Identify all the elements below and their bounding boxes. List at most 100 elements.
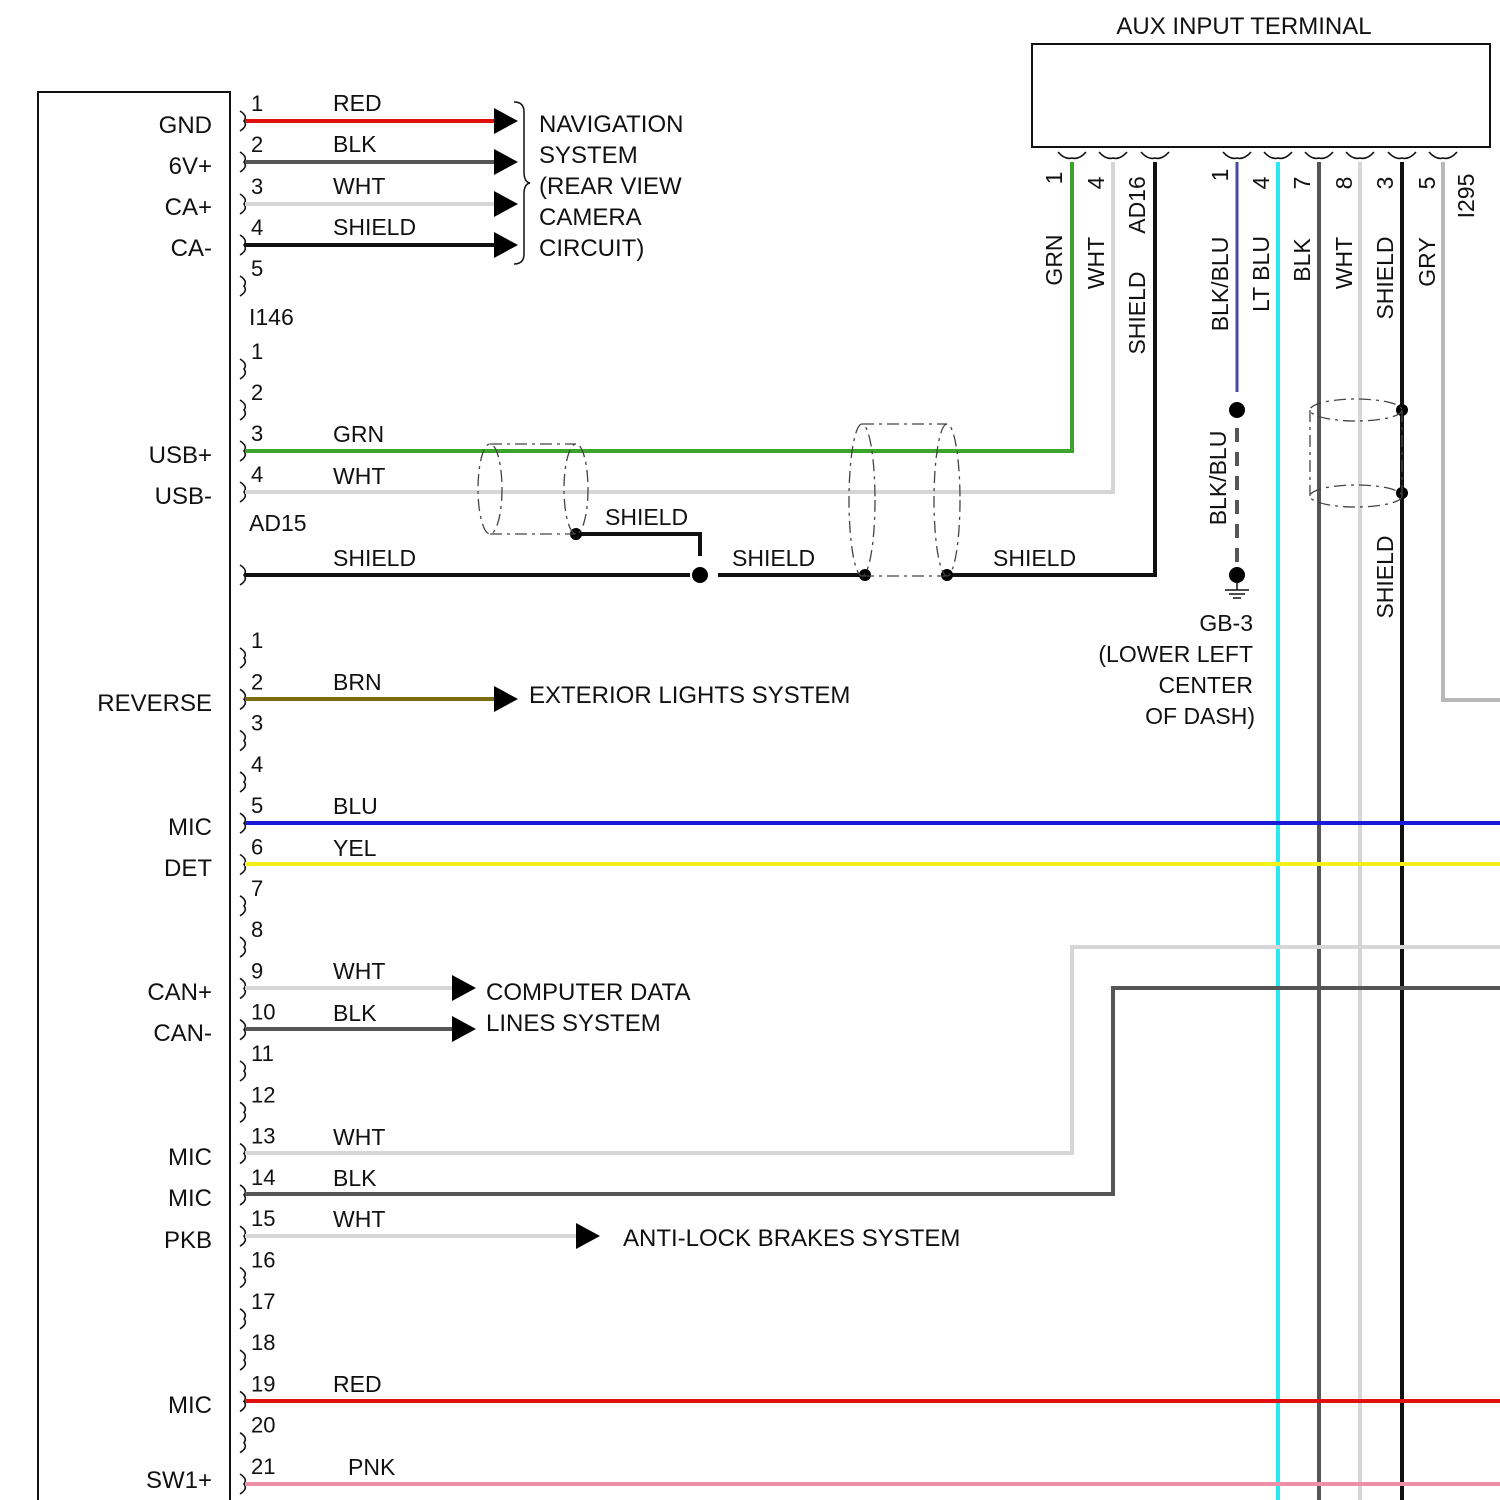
aux-bracket-3 xyxy=(1141,152,1169,158)
pin-lower-16: 16 xyxy=(251,1248,275,1273)
aux-color-blkblu: BLK/BLU xyxy=(1207,237,1233,332)
label-can-minus: CAN- xyxy=(153,1020,212,1047)
pin-lower-17: 17 xyxy=(251,1289,275,1314)
aux-pin-ad16-4: 4 xyxy=(1083,176,1109,189)
pin-lower-8: 8 xyxy=(251,917,263,942)
wire-shield-drain-a xyxy=(576,534,700,556)
pin-lower-20: 20 xyxy=(251,1413,275,1438)
shield-cylinder-3 xyxy=(1310,399,1402,507)
aux-bracket-9 xyxy=(1429,152,1457,158)
pin-lower-9: 9 xyxy=(251,958,263,983)
shield-cylinder-1 xyxy=(478,444,588,534)
bracket-lower-1 xyxy=(240,648,245,668)
i295-wires xyxy=(1225,162,1500,1500)
label-p21: PNK xyxy=(348,1454,396,1480)
bracket-lower-7 xyxy=(240,896,245,916)
pin-lower-19: 19 xyxy=(251,1371,275,1396)
label-ca-minus: CA- xyxy=(171,235,212,262)
connector-ad15: AD15 xyxy=(249,510,307,536)
arrow-can-2 xyxy=(452,1016,476,1042)
dest-abs: ANTI-LOCK BRAKES SYSTEM xyxy=(623,1225,960,1252)
label-yel: YEL xyxy=(333,835,377,861)
label-p14: BLK xyxy=(333,1165,377,1191)
nav-line-1: NAVIGATION xyxy=(539,111,683,138)
bracket-lower-18 xyxy=(240,1350,245,1370)
aux-bracket-6 xyxy=(1305,152,1333,158)
bracket-lower-4 xyxy=(240,772,245,792)
pin-lower-21: 21 xyxy=(251,1454,275,1479)
aux-terminal: AUX INPUT TERMINAL xyxy=(1032,13,1490,158)
pin-lower-1: 1 xyxy=(251,628,263,653)
aux-bracket-1 xyxy=(1058,152,1086,158)
aux-color-grn: GRN xyxy=(1041,234,1067,285)
aux-connector-i295: I295 xyxy=(1453,174,1479,219)
aux-bracket-4 xyxy=(1223,152,1251,158)
aux-pin-i295-4: 4 xyxy=(1248,176,1274,189)
dest-computer-1: COMPUTER DATA xyxy=(486,979,690,1006)
pin-lower-15: 15 xyxy=(251,1206,275,1231)
label-det: DET xyxy=(164,855,212,882)
ground-line-3: CENTER xyxy=(1158,672,1253,698)
label-gnd: GND xyxy=(159,112,212,139)
pin-lower-14: 14 xyxy=(251,1165,275,1190)
pin-lower-10: 10 xyxy=(251,1000,275,1025)
bracket-i146-1 xyxy=(240,111,245,131)
aux-color-shield-2: SHIELD xyxy=(1372,236,1398,319)
pin-i146-1: 1 xyxy=(251,91,263,116)
ground-point xyxy=(1229,567,1245,583)
aux-color-wht: WHT xyxy=(1083,237,1109,289)
wire-gry xyxy=(1443,162,1500,700)
label-shield-d: SHIELD xyxy=(993,545,1076,571)
aux-pin-brackets xyxy=(1058,152,1457,158)
nav-line-5: CIRCUIT) xyxy=(539,235,644,262)
aux-bracket-2 xyxy=(1099,152,1127,158)
label-mic-1: MIC xyxy=(168,814,212,841)
label-can-wht: WHT xyxy=(333,958,385,984)
ground-line-2: (LOWER LEFT xyxy=(1098,641,1253,667)
bracket-i146-5 xyxy=(240,276,245,296)
lower-wire-labels: BRN BLU YEL WHT BLK WHT BLK WHT RED PNK xyxy=(333,669,396,1480)
label-ca-plus: CA+ xyxy=(165,194,212,221)
nav-line-4: CAMERA xyxy=(539,204,642,231)
label-usb-wht: WHT xyxy=(333,463,385,489)
aux-color-shield: SHIELD xyxy=(1124,271,1150,354)
label-usb-plus: USB+ xyxy=(149,442,212,469)
bracket-lower-20 xyxy=(240,1433,245,1453)
arrow-exterior xyxy=(494,686,518,712)
dest-computer-2: LINES SYSTEM xyxy=(486,1010,661,1037)
lower-wires xyxy=(245,686,1500,1484)
aux-color-gry: GRY xyxy=(1414,237,1440,286)
bracket-i146-2 xyxy=(240,152,245,172)
bracket-lower-6 xyxy=(240,855,245,875)
aux-pin-i295-5: 5 xyxy=(1414,177,1440,190)
aux-pin-i295-1: 1 xyxy=(1207,169,1233,182)
aux-color-wht-2: WHT xyxy=(1331,237,1357,289)
aux-pin-i295-3: 3 xyxy=(1372,177,1398,190)
pin-lower-6: 6 xyxy=(251,835,263,860)
label-can-blk: BLK xyxy=(333,1000,377,1026)
shield-vertical-label: SHIELD xyxy=(1372,535,1398,618)
bracket-lower-9 xyxy=(240,978,245,998)
pin-lower-2: 2 xyxy=(251,669,263,694)
pin-lower-5: 5 xyxy=(251,793,263,818)
bracket-lower-5 xyxy=(240,813,245,833)
aux-color-ltblu: LT BLU xyxy=(1248,236,1274,312)
pin-ad15-2: 2 xyxy=(251,380,263,405)
pin-ad15-1: 1 xyxy=(251,339,263,364)
bracket-lower-14 xyxy=(240,1185,245,1205)
blkblu-lower-label: BLK/BLU xyxy=(1205,431,1231,526)
pin-lower-7: 7 xyxy=(251,876,263,901)
label-wire-4: SHIELD xyxy=(333,214,416,240)
bracket-ad15-shield xyxy=(240,565,245,585)
usb-wire-labels: GRN WHT SHIELD SHIELD SHIELD SHIELD xyxy=(333,421,1076,571)
pin-ad15-3: 3 xyxy=(251,421,263,446)
bracket-ad15-1 xyxy=(240,359,245,379)
label-p15: WHT xyxy=(333,1206,385,1232)
bracket-lower-10 xyxy=(240,1020,245,1040)
pin-lower-12: 12 xyxy=(251,1082,275,1107)
nav-line-2: SYSTEM xyxy=(539,142,638,169)
dest-exterior: EXTERIOR LIGHTS SYSTEM xyxy=(529,682,850,709)
bracket-lower-3 xyxy=(240,731,245,751)
label-shield-a: SHIELD xyxy=(333,545,416,571)
blkblu-splice xyxy=(1229,402,1245,418)
